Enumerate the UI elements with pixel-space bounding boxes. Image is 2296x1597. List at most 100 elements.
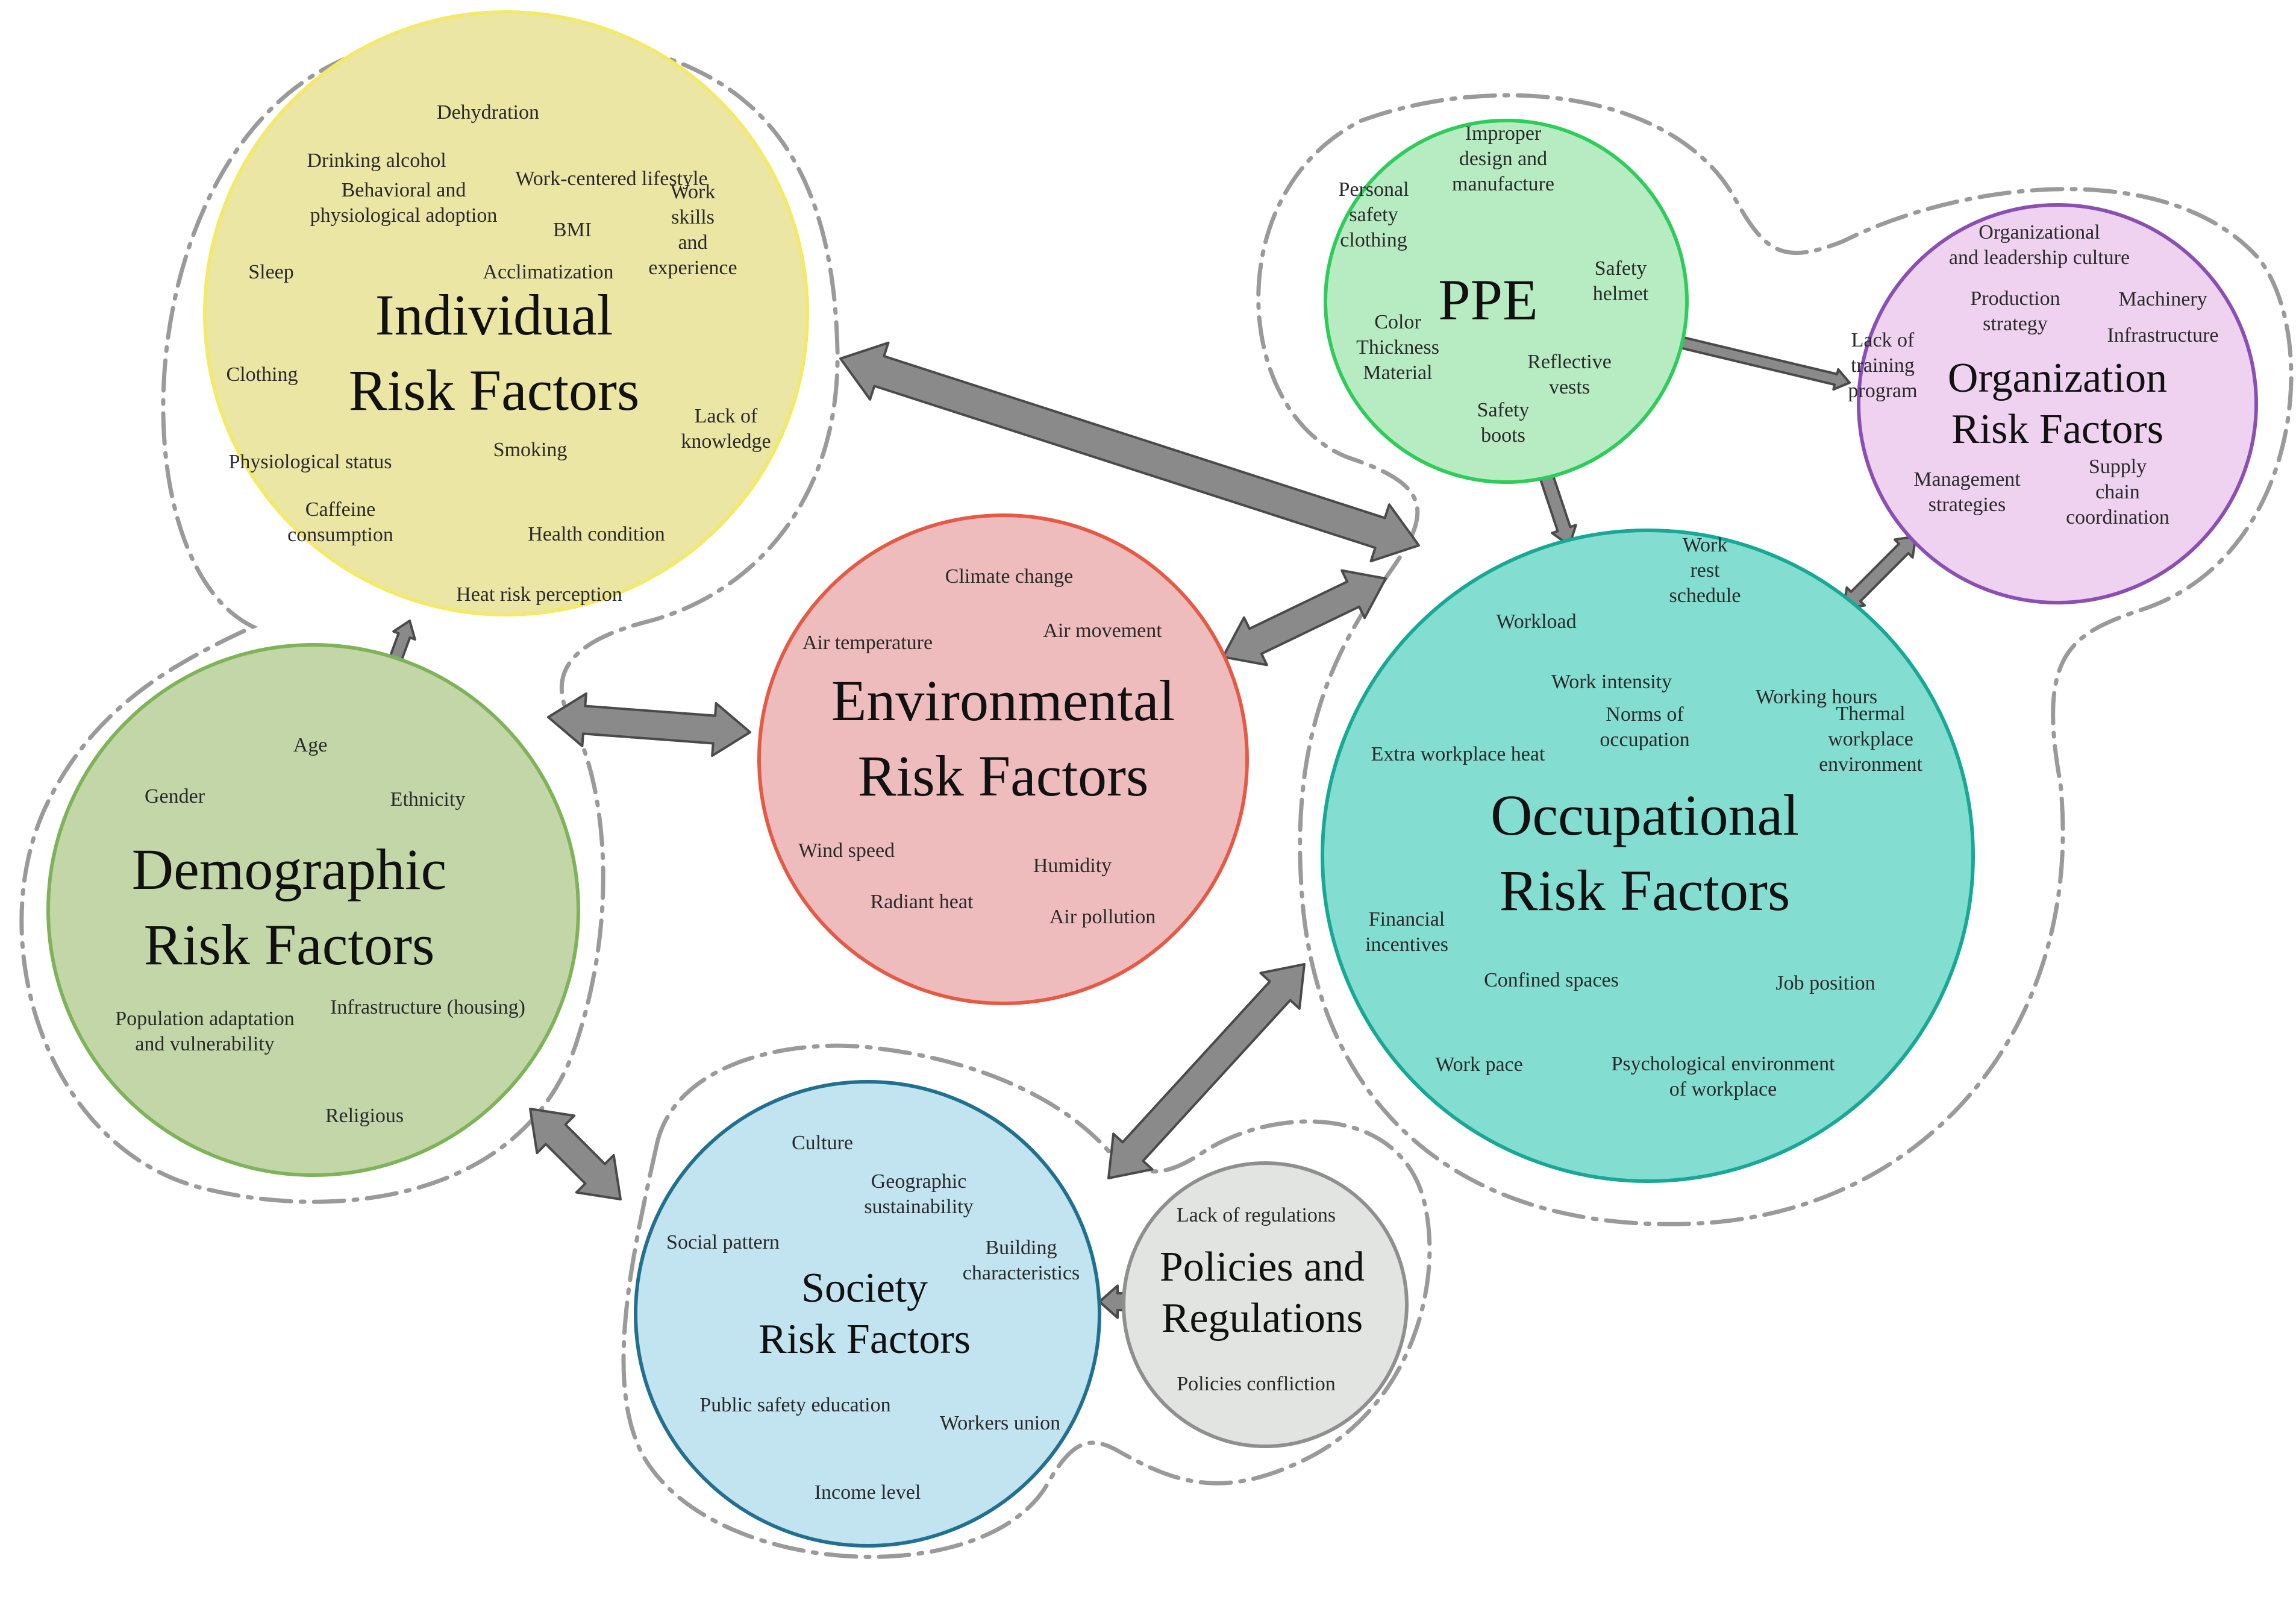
factor-label-line: Psychological environment [1611, 1053, 1835, 1075]
circle-shape [1321, 529, 1975, 1183]
factor-label-line: Work [671, 181, 716, 203]
factor-label: Dehydration [437, 101, 539, 124]
factor-label-line: Air temperature [802, 632, 933, 654]
factor-label: Age [293, 734, 328, 756]
factor-label-line: chain [2095, 481, 2140, 503]
cluster-title-line: Regulations [1162, 1295, 1363, 1341]
factor-label-line: Infrastructure [2107, 324, 2218, 347]
factor-label: Heat risk perception [456, 583, 622, 606]
factor-label-line: clothing [1340, 229, 1407, 251]
factor-label-line: Extra workplace heat [1371, 743, 1545, 765]
factor-label-line: Heat risk perception [456, 583, 622, 606]
arrow-organization-occupational [1842, 535, 1917, 610]
factor-label-line: Color [1374, 311, 1421, 333]
factor-label-line: sustainability [864, 1196, 973, 1218]
factor-label-line: Work intensity [1551, 671, 1672, 693]
factor-label-line: program [1848, 380, 1917, 402]
factor-label: Work skills and experience [648, 181, 737, 279]
factor-label: Air temperature [802, 632, 933, 654]
factor-label-line: Public safety education [699, 1394, 890, 1416]
factor-label-line: Personal [1338, 178, 1409, 201]
factor-label-line: skills [671, 206, 715, 228]
factor-label-line: coordination [2066, 506, 2169, 529]
factor-label: Infrastructure (housing) [330, 996, 525, 1018]
factor-label: Health condition [528, 523, 665, 545]
arrow-demographic-society [529, 1108, 622, 1200]
cluster-title-line: Risk Factors [858, 744, 1149, 808]
circle-shape [634, 1080, 1101, 1548]
cluster-title-line: Risk Factors [1500, 858, 1791, 923]
cluster-title-line: Risk Factors [349, 358, 640, 422]
factor-label-line: Production [1970, 287, 2060, 310]
factor-label: Infrastructure [2107, 324, 2218, 347]
factor-label-line: of workplace [1669, 1078, 1777, 1100]
factor-label-line: Working hours [1756, 686, 1877, 708]
factor-label: Sleep [248, 261, 294, 283]
arrow-society-occupational [1107, 963, 1306, 1179]
cluster-title-line: Environmental [831, 668, 1175, 733]
factor-label: Air pollution [1049, 906, 1156, 928]
factor-label-line: Material [1363, 362, 1432, 384]
factor-label-line: consumption [287, 524, 393, 546]
arrows [382, 326, 1917, 1319]
factor-label-line: vests [1549, 376, 1590, 398]
factor-label-line: Policies confliction [1177, 1373, 1335, 1395]
circle-shape [203, 10, 809, 617]
cluster-title-line: Occupational [1491, 783, 1799, 847]
factor-label: Working hours [1756, 686, 1877, 708]
factor-label: Extra workplace heat [1371, 743, 1545, 765]
factor-label-line: Wind speed [798, 839, 895, 862]
circle-shape [1122, 1161, 1409, 1448]
factor-label: Clothing [226, 363, 298, 386]
factor-label-line: environment [1819, 753, 1922, 776]
cluster-title-line: Risk Factors [759, 1316, 971, 1363]
factor-label-line: Lack of [695, 405, 758, 427]
factor-label: Caffeine consumption [287, 498, 393, 546]
factor-label: Social pattern [666, 1231, 780, 1253]
factor-label-line: Machinery [2118, 288, 2207, 310]
factor-label-line: Gender [145, 785, 205, 808]
factor-label: Work pace [1435, 1053, 1522, 1076]
factor-label: Physiological status [228, 451, 392, 473]
factor-label-line: experience [648, 257, 737, 279]
arrow-demographic-environmental [547, 692, 751, 758]
factor-label: Psychological environment of workplace [1611, 1053, 1835, 1100]
factor-label-line: Dehydration [437, 101, 539, 124]
factor-label: Humidity [1033, 855, 1112, 877]
factor-label-line: Ethnicity [390, 788, 466, 811]
factor-label: Workers union [940, 1412, 1060, 1434]
factor-label-line: Work-centered lifestyle [515, 168, 707, 190]
factor-label-line: Physiological status [228, 451, 392, 473]
factor-label: Machinery [2118, 288, 2207, 310]
factor-label: Income level [815, 1481, 921, 1504]
factor-label-line: Income level [815, 1481, 921, 1504]
factor-label-line: strategies [1928, 494, 2006, 516]
factor-label-line: Caffeine [305, 498, 375, 521]
factor-label-line: Behavioral and [342, 179, 466, 201]
factor-label-line: and [678, 231, 707, 254]
factor-label: Smoking [493, 439, 568, 461]
cluster-title-line: Policies and [1160, 1244, 1365, 1290]
factor-label-line: Air pollution [1049, 906, 1156, 928]
factor-label-line: manufacture [1452, 173, 1554, 195]
factor-label: Ethnicity [390, 788, 466, 811]
factor-label-line: schedule [1669, 585, 1741, 607]
